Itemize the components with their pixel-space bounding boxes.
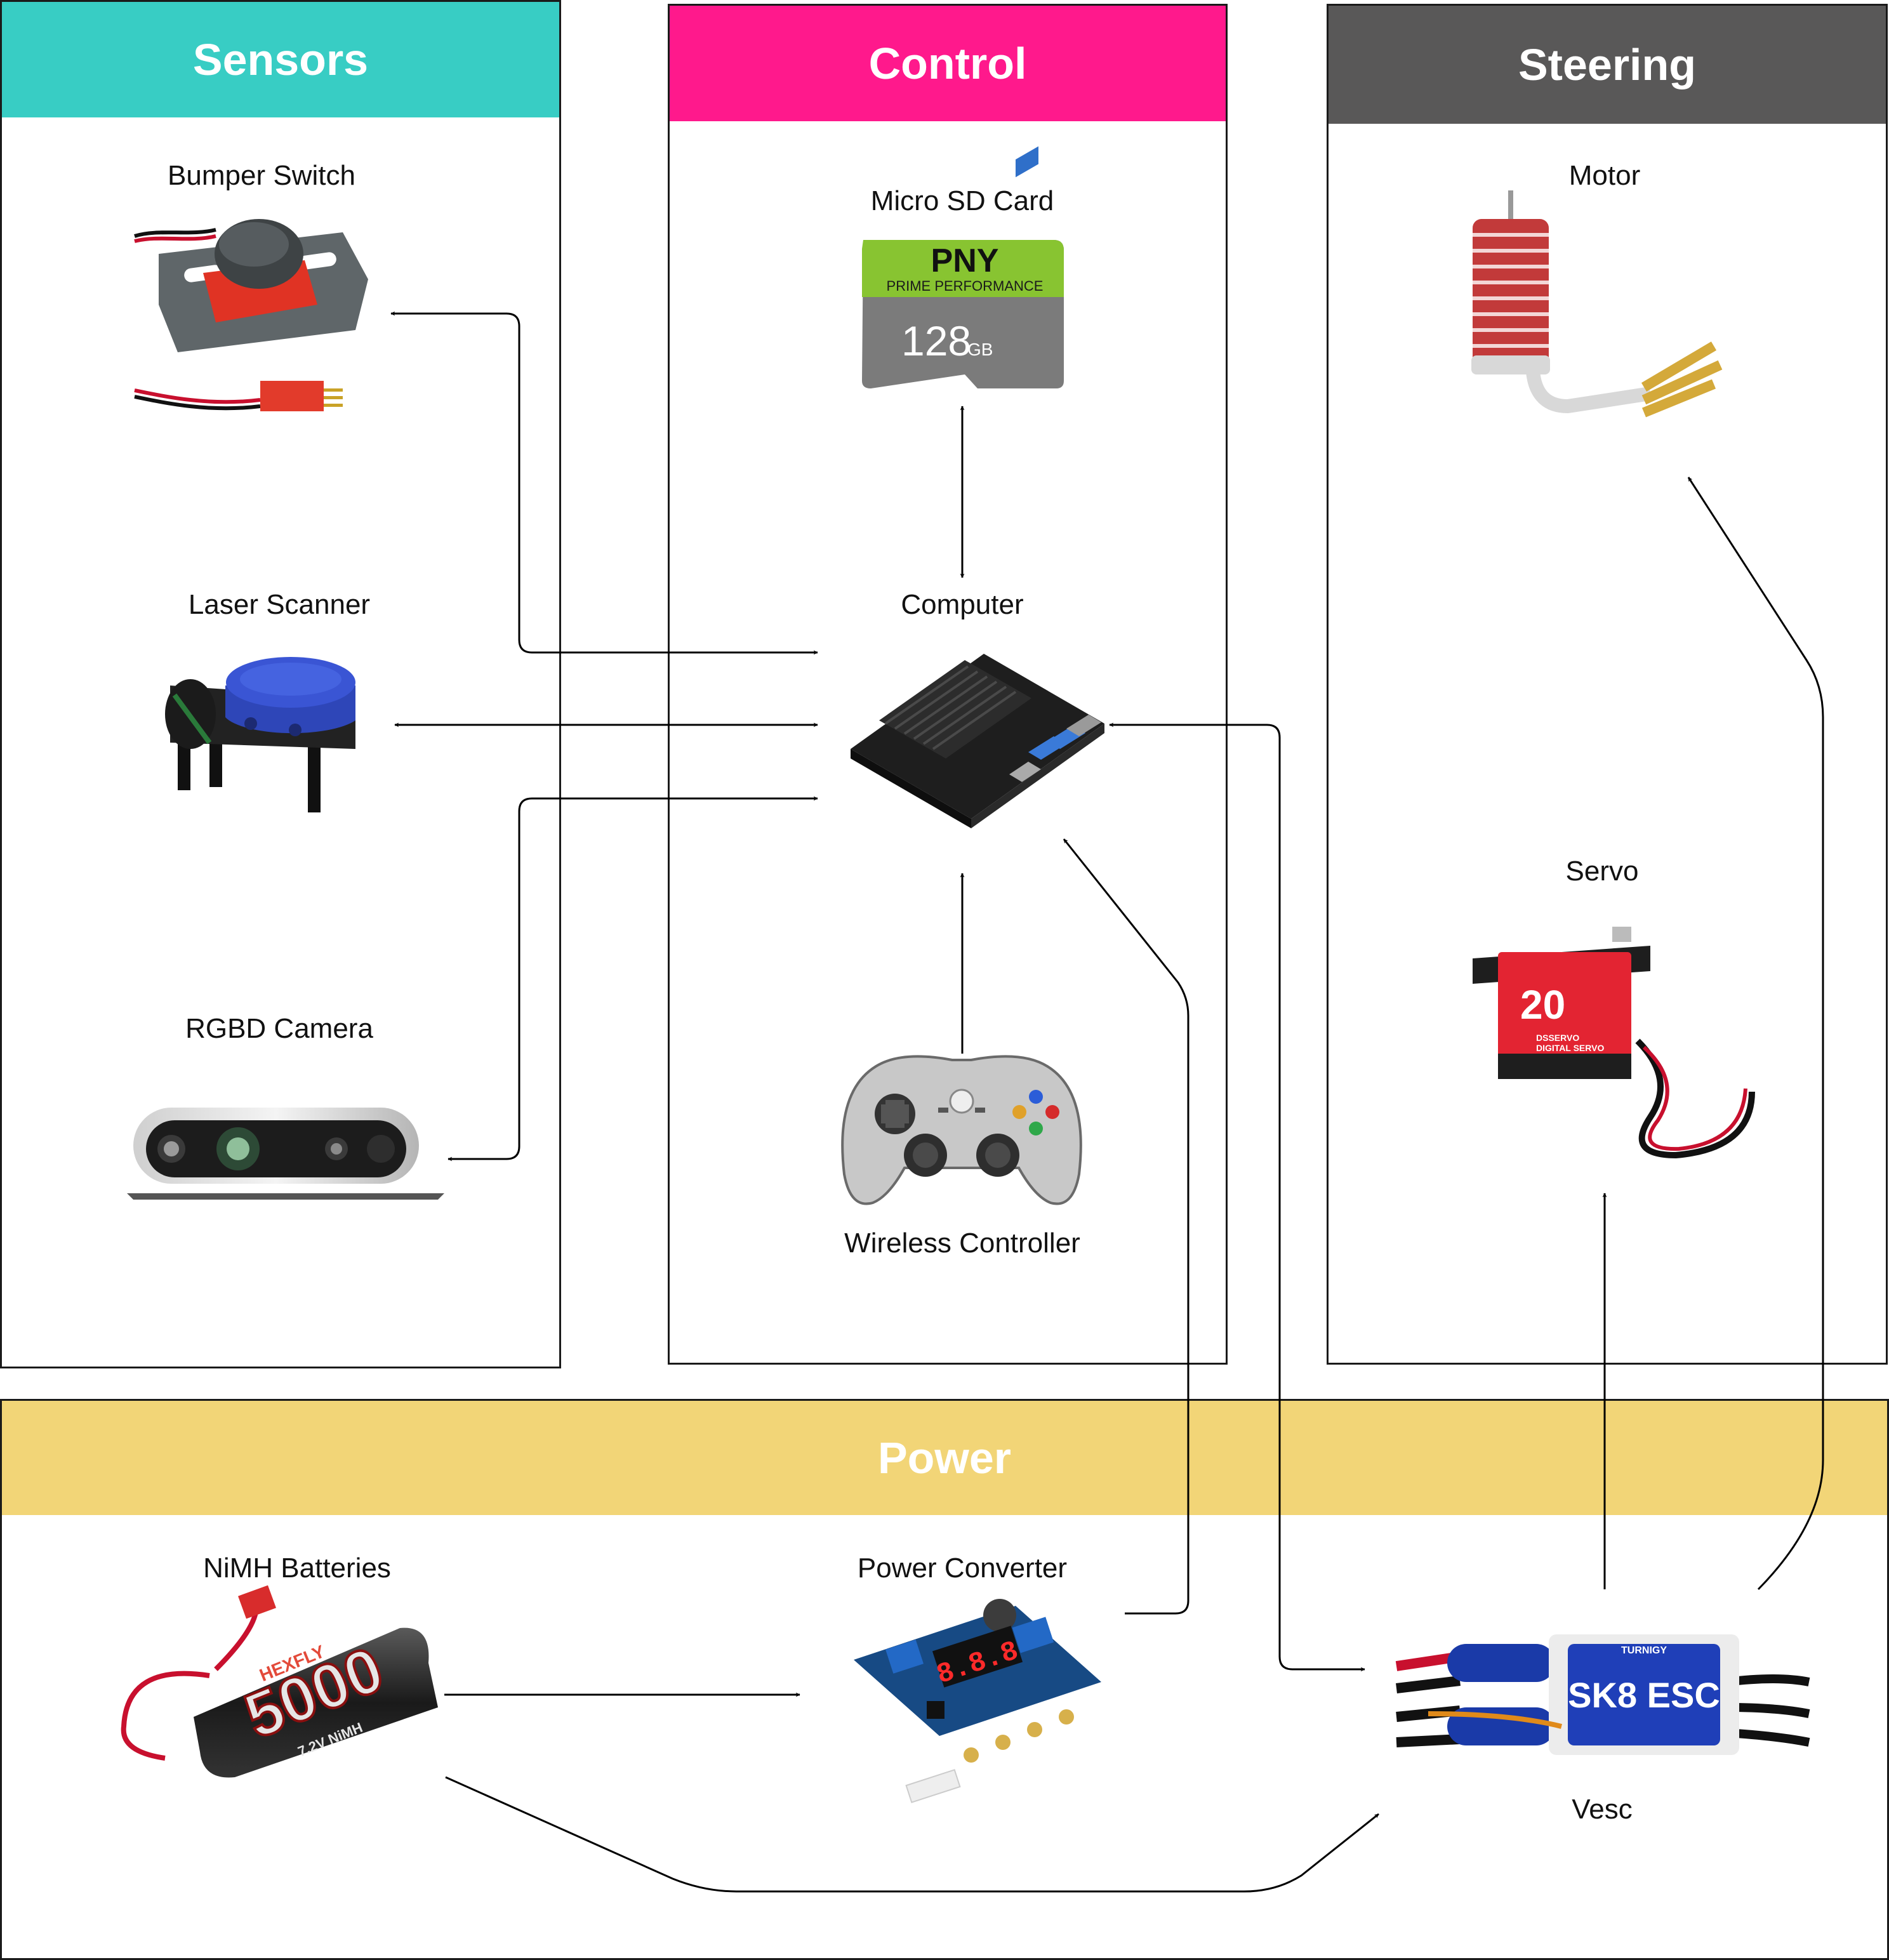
micro-sd-image: PNY PRIME PERFORMANCE 128 GB xyxy=(862,240,1064,388)
laser-scanner-label: Laser Scanner xyxy=(188,589,371,620)
bumper-switch-image xyxy=(134,219,368,411)
motor-image xyxy=(1471,190,1723,418)
sd-brand-text: PNY xyxy=(931,242,999,279)
vesc-image: TURNIGY SK8 ESC xyxy=(1395,1634,1810,1755)
rgbd-camera-image xyxy=(127,1108,444,1200)
converter-to-computer-arrow xyxy=(1063,838,1190,1615)
vesc-model-text: SK8 ESC xyxy=(1568,1675,1720,1715)
wireless-controller-label: Wireless Controller xyxy=(844,1228,1080,1259)
laser-scanner-image xyxy=(165,657,355,812)
nimh-batteries-label: NiMH Batteries xyxy=(203,1553,391,1584)
computer-image xyxy=(851,146,1104,828)
power-converter-label: Power Converter xyxy=(857,1553,1068,1584)
steering-title: Steering xyxy=(1518,40,1697,89)
vesc-to-motor-arrow xyxy=(1687,477,1824,1591)
sd-capacity-text: 128 xyxy=(901,317,971,364)
servo-image: 20 DSSERVO DIGITAL SERVO xyxy=(1473,927,1755,1159)
sensors-title: Sensors xyxy=(192,35,369,84)
vesc-label: Vesc xyxy=(1572,1794,1633,1825)
sensors-header: Sensors xyxy=(2,2,559,117)
servo-rating-text: 20 xyxy=(1520,982,1565,1028)
sd-line-text: PRIME PERFORMANCE xyxy=(887,278,1044,294)
sd-unit-text: GB xyxy=(967,340,993,359)
steering-header: Steering xyxy=(1329,6,1886,124)
nimh-batteries-image: 5000 HEXFLY 7.2V NiMH xyxy=(121,1585,438,1778)
power-header: Power xyxy=(2,1401,1887,1515)
wireless-controller-image xyxy=(841,1055,1082,1205)
motor-label: Motor xyxy=(1568,160,1641,191)
power-title: Power xyxy=(877,1433,1012,1483)
servo-type-text: DIGITAL SERVO xyxy=(1536,1043,1604,1053)
vesc-brand-text: TURNIGY xyxy=(1621,1645,1667,1656)
servo-label: Servo xyxy=(1565,856,1639,887)
power-converter-image: 8.8.8 xyxy=(854,1599,1101,1803)
computer-label: Computer xyxy=(901,589,1024,620)
battery-to-vesc-arrow xyxy=(445,1776,1379,1893)
steering-panel: Steering xyxy=(1327,4,1888,1365)
computer-to-vesc-arrow xyxy=(1109,722,1365,1672)
bumper-switch-label: Bumper Switch xyxy=(168,160,355,191)
micro-sd-label: Micro SD Card xyxy=(870,185,1054,216)
rgbd-camera-label: RGBD Camera xyxy=(185,1013,373,1044)
control-title: Control xyxy=(868,39,1027,88)
bumper-to-computer-arrow xyxy=(390,311,818,655)
servo-brand-text: DSSERVO xyxy=(1536,1033,1579,1043)
camera-to-computer-arrow xyxy=(447,796,818,1162)
control-header: Control xyxy=(670,6,1226,121)
